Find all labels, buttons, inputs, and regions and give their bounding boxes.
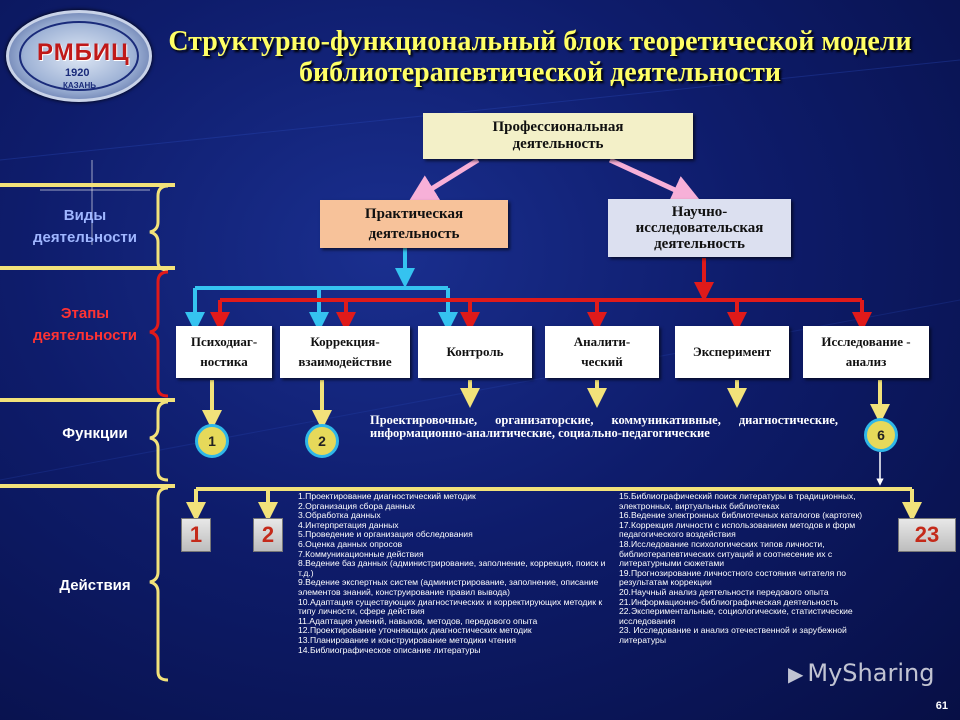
divider-line xyxy=(0,484,175,488)
action-item: 17.Коррекция личности с использованием м… xyxy=(619,519,856,540)
action-item: 16.Ведение электронных библиотечных ката… xyxy=(619,510,863,521)
stage-label: Контроль xyxy=(446,344,504,359)
function-circle-1: 1 xyxy=(195,424,229,458)
label-stages: Этапы деятельности xyxy=(33,305,137,344)
box-professional-label: Профессиональная деятельность xyxy=(492,119,624,152)
logo-city: КАЗАНЬ xyxy=(63,81,96,90)
watermark-icon: ▶ xyxy=(788,662,804,686)
action-item: 23. Исследование и анализ отечественной … xyxy=(619,625,847,645)
stage-box-psychodiagnostics: Психодиаг-ностика xyxy=(176,326,272,378)
logo-emblem: РМБИЦ 1920 КАЗАНЬ xyxy=(6,10,152,102)
logo-text: РМБИЦ xyxy=(37,39,130,66)
divider-line xyxy=(0,266,175,270)
stage-box-experiment: Эксперимент xyxy=(675,326,789,378)
stage-box-correction: Коррекция-взаимодействие xyxy=(280,326,410,378)
action-item: 4.Интерпретация данных xyxy=(298,519,399,530)
divider-line xyxy=(0,183,175,187)
action-item: 1.Проектирование диагностический методик xyxy=(298,491,476,501)
action-item: 21.Информационно-библиографическая деяте… xyxy=(619,596,839,607)
box-professional: Профессиональная деятельность xyxy=(423,113,693,159)
stage-label: Психодиаг-ностика xyxy=(190,334,258,369)
action-item: 9.Ведение экспертных систем (администрир… xyxy=(298,577,599,597)
action-item: 20.Научный анализ деятельности передовог… xyxy=(619,586,829,597)
action-item: 22.Экспериментальные, социологические, с… xyxy=(619,606,853,626)
action-item: 11.Адаптация умений, навыков, методов, п… xyxy=(298,615,538,626)
label-actions: Действия xyxy=(59,577,131,594)
action-item: 8.Ведение баз данных (администрирование,… xyxy=(298,558,606,578)
page-number: 61 xyxy=(935,700,948,712)
action-item: 3.Обработка данных xyxy=(298,510,381,521)
action-item: 19.Прогнозирование личностного состояния… xyxy=(619,567,847,588)
stage-box-analytic: Аналити-ческий xyxy=(545,326,659,378)
box-research: Научно-исследовательская деятельность xyxy=(608,199,791,257)
stage-label: Эксперимент xyxy=(692,344,772,359)
stage-box-research-analysis: Исследование - анализ xyxy=(803,326,929,378)
action-item: 7.Коммуникационные действия xyxy=(298,548,424,559)
action-item: 14.Библиографическое описание литературы xyxy=(298,644,481,655)
action-box-2: 2 xyxy=(253,518,283,552)
action-item: 18.Исследование психологических типов ли… xyxy=(619,538,833,569)
stage-label: Коррекция-взаимодействие xyxy=(298,334,392,369)
label-kinds: Виды деятельности xyxy=(33,207,137,246)
watermark: ▶MySharing xyxy=(788,659,934,687)
action-item: 13.Планирование и конструирование методи… xyxy=(298,634,516,645)
box-practical-label: Практическая деятельность xyxy=(364,206,464,242)
functions-description: Проектировочные, организаторские, коммун… xyxy=(370,413,838,440)
watermark-text: MySharing xyxy=(807,659,935,687)
box-research-label: Научно-исследовательская деятельность xyxy=(635,204,764,252)
function-circle-6: 6 xyxy=(864,418,898,452)
action-item: 2.Организация сбора данных xyxy=(298,500,416,511)
stage-label: Аналити-ческий xyxy=(573,334,631,369)
action-item: 5.Проведение и организация обследования xyxy=(298,529,473,540)
action-item: 6.Оценка данных опросов xyxy=(298,538,403,549)
actions-list-left: 1.Проектирование диагностический методик… xyxy=(298,491,613,655)
page-title: Структурно-функциональный блок теоретиче… xyxy=(168,26,912,88)
stage-label: Исследование - анализ xyxy=(821,334,911,369)
function-circle-2: 2 xyxy=(305,424,339,458)
divider-line xyxy=(0,398,175,402)
action-box-1: 1 xyxy=(181,518,211,552)
box-practical: Практическая деятельность xyxy=(320,200,508,248)
label-functions: Функции xyxy=(62,425,128,442)
actions-list-right: 15.Библиографический поиск литературы в … xyxy=(619,491,891,646)
logo-year: 1920 xyxy=(65,67,90,79)
action-item: 15.Библиографический поиск литературы в … xyxy=(619,491,856,511)
action-item: 12.Проектирование уточняющих диагностиче… xyxy=(298,625,532,636)
action-box-23: 23 xyxy=(898,518,956,552)
action-item: 10.Адаптация существующих диагностически… xyxy=(298,596,603,617)
stage-box-control: Контроль xyxy=(418,326,532,378)
